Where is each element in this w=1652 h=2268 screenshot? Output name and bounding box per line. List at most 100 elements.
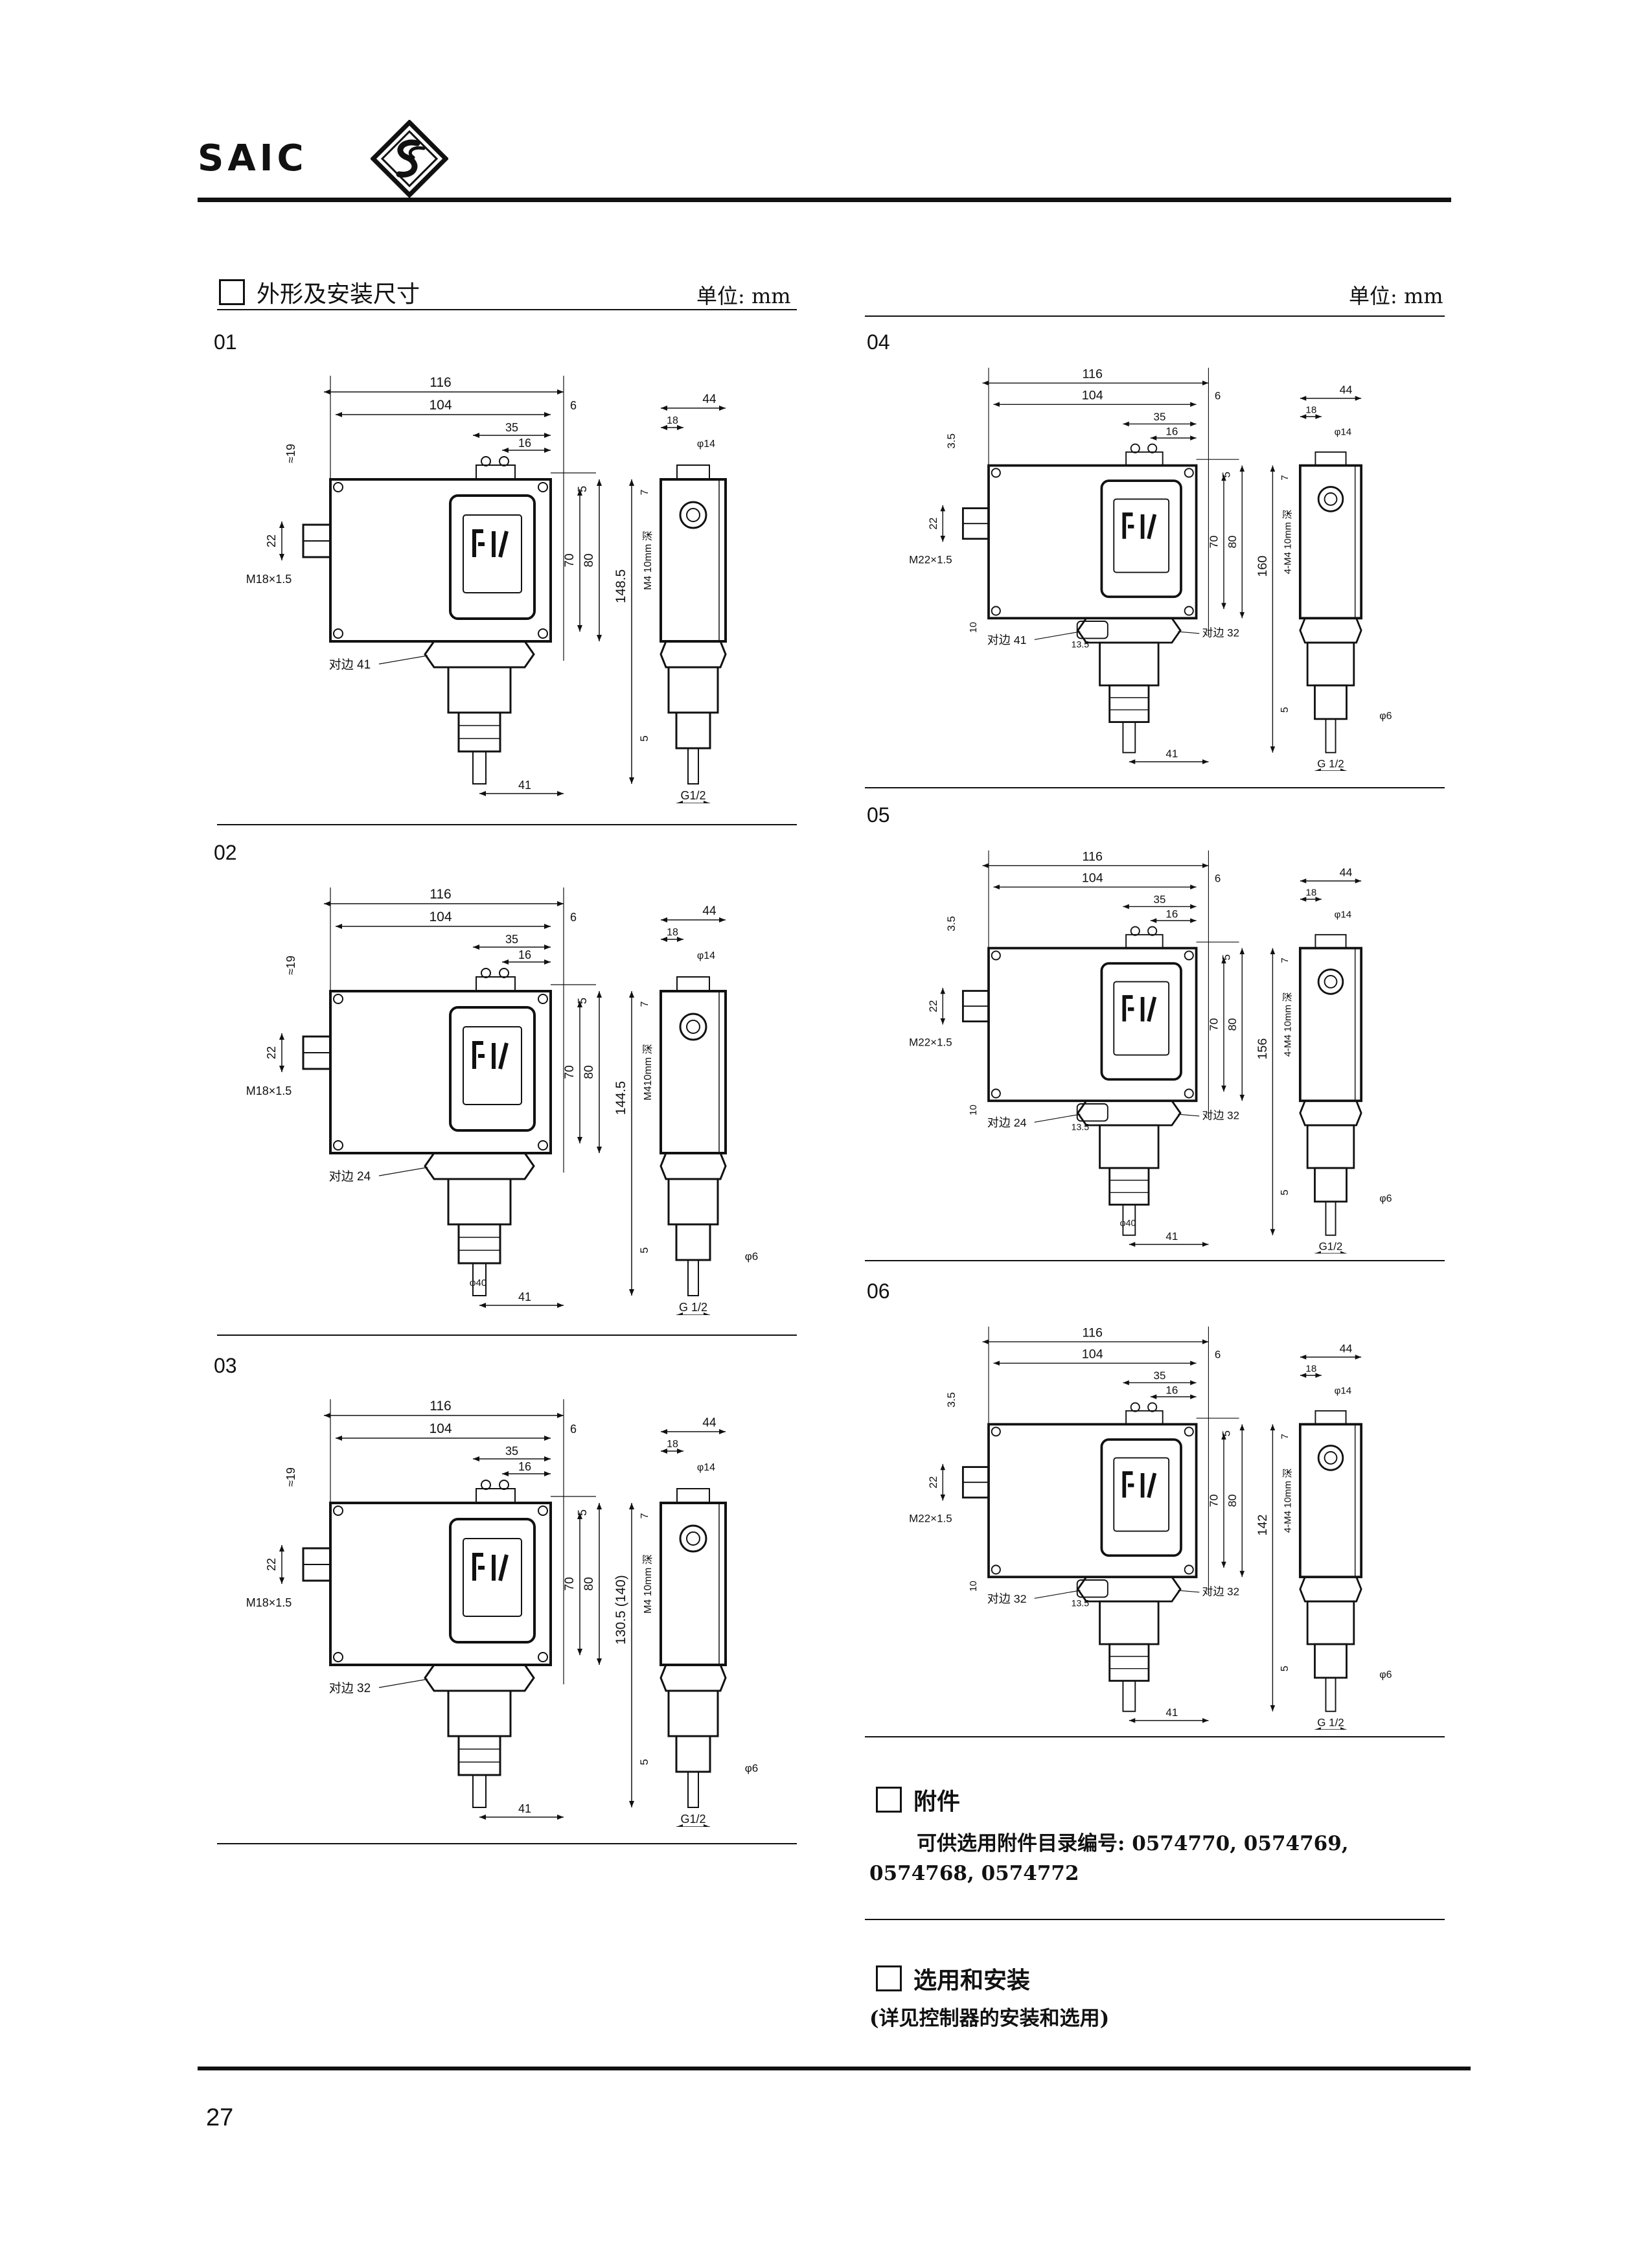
- dimension-label: 80: [1226, 535, 1239, 548]
- dimension-arrow: [597, 1658, 602, 1665]
- dimension-label: 44: [1340, 383, 1353, 396]
- dimension-arrow: [1355, 396, 1362, 401]
- side-connector-neck: [1314, 1643, 1348, 1679]
- dimension-arrow: [982, 863, 989, 869]
- side-port-icon: [1317, 486, 1344, 512]
- dimension-label: 116: [1083, 367, 1103, 382]
- page-number: 27: [206, 2104, 234, 2131]
- thread-label: M18×1.5: [246, 1084, 292, 1097]
- side-port-inner-icon: [1324, 492, 1338, 506]
- dimension-label: 44: [1340, 1342, 1353, 1355]
- hex-nut-outline: [424, 1152, 535, 1180]
- dimension-label: M410mm 深: [642, 1044, 654, 1100]
- dimension-arrow: [1190, 435, 1197, 441]
- dimension-label: 160: [1256, 556, 1270, 577]
- side-port-inner-icon: [1324, 1451, 1338, 1465]
- section-checkbox-icon: [876, 1787, 902, 1813]
- thread-label: G 1/2: [1317, 1716, 1344, 1728]
- dimension-label: 4-M4 10mm 深: [1283, 510, 1294, 575]
- screw-icon: [538, 1652, 548, 1662]
- dimension-arrow: [1202, 1242, 1209, 1247]
- dimension-label: φ14: [697, 439, 715, 450]
- window-outline: [449, 1518, 536, 1644]
- adjust-screw-outline: [476, 976, 516, 992]
- dimension-arrow: [940, 536, 946, 542]
- dimension-label: 156: [1256, 1038, 1270, 1060]
- dimension-label: 18: [667, 927, 678, 938]
- rule-after-05: [865, 1260, 1445, 1261]
- dial-scale-icon: [472, 1041, 509, 1070]
- leader-line: [1178, 631, 1200, 634]
- housing-outline: [329, 1502, 552, 1666]
- screw-icon: [1184, 1426, 1194, 1437]
- screw-icon: [333, 1140, 343, 1151]
- side-connector-neck: [675, 1223, 711, 1261]
- selection-title: 选用和安装: [913, 1967, 1031, 1994]
- side-port-icon: [679, 501, 707, 529]
- connector-body: [1099, 1124, 1160, 1169]
- dimension-label: 13.5: [1072, 1122, 1090, 1132]
- dimension-label: 104: [429, 910, 452, 924]
- dimension-label: φ40: [470, 1277, 487, 1289]
- dimension-arrow: [502, 448, 509, 453]
- side-port-inner-icon: [1324, 975, 1338, 989]
- dimension-label: 7: [1279, 475, 1291, 480]
- dimension-arrow: [324, 389, 330, 395]
- adjust-screw-outline: [476, 464, 516, 480]
- dimension-arrow: [719, 406, 726, 411]
- housing-outline: [987, 464, 1198, 620]
- dimension-arrow: [1150, 1394, 1157, 1399]
- dimension-label: 70: [563, 1577, 577, 1590]
- dimension-label: 18: [1305, 887, 1316, 898]
- side-connector-body: [1306, 1600, 1355, 1645]
- dimension-arrow: [577, 625, 582, 632]
- adjust-screw-outline: [1125, 451, 1164, 466]
- adjust-knob-icon: [481, 456, 491, 466]
- side-screw-outline: [1314, 451, 1347, 466]
- screw-icon: [538, 994, 548, 1004]
- dimension-arrow: [1190, 918, 1197, 923]
- dimension-label: 35: [1154, 411, 1166, 423]
- side-port-icon: [1317, 1445, 1344, 1471]
- dimension-label: 41: [518, 779, 531, 792]
- side-screw-outline: [676, 464, 710, 480]
- connector-neck: [457, 1735, 501, 1776]
- connector-neck: [1108, 1643, 1150, 1682]
- dimension-arrow: [544, 924, 551, 929]
- dimension-arrow: [1190, 1360, 1197, 1366]
- screw-icon: [333, 482, 343, 492]
- dimension-arrow: [279, 1066, 284, 1072]
- leader-line: [1034, 631, 1081, 640]
- dimension-arrow: [1315, 897, 1322, 902]
- connector-neck: [1108, 684, 1150, 723]
- hex-nut-outline: [424, 640, 535, 669]
- dimension-arrow: [279, 1545, 284, 1552]
- dimension-arrow: [544, 433, 551, 438]
- dimension-label: 104: [1082, 1347, 1103, 1362]
- adjust-knob-icon: [1147, 926, 1158, 936]
- dimension-label: 22: [927, 518, 939, 530]
- drawing-id-02: 02: [214, 841, 237, 864]
- dimension-label: φ14: [1335, 1385, 1352, 1396]
- side-screw-outline: [676, 976, 710, 992]
- dimension-label: 44: [702, 904, 717, 918]
- screw-icon: [333, 1652, 343, 1662]
- dimension-arrow: [1123, 904, 1129, 910]
- dimension-arrow: [1300, 1373, 1307, 1378]
- dimension-label: φ6: [745, 1250, 758, 1263]
- connector-tip: [472, 1774, 487, 1808]
- dimension-label: 5: [1279, 1189, 1291, 1195]
- screw-icon: [1184, 1564, 1194, 1575]
- connector-neck: [457, 1223, 501, 1265]
- side-connector-tip: [1325, 1677, 1337, 1712]
- dimension-arrow: [1190, 904, 1197, 910]
- thread-label: M18×1.5: [246, 573, 292, 586]
- thread-label: G1/2: [1319, 1240, 1343, 1252]
- dimension-label: ≈19: [284, 444, 297, 463]
- side-hex-outline: [1299, 1099, 1362, 1127]
- screw-icon: [991, 1088, 1001, 1099]
- dimension-arrow: [597, 635, 602, 641]
- adjust-knob-icon: [481, 968, 491, 978]
- rule-after-01: [217, 824, 797, 825]
